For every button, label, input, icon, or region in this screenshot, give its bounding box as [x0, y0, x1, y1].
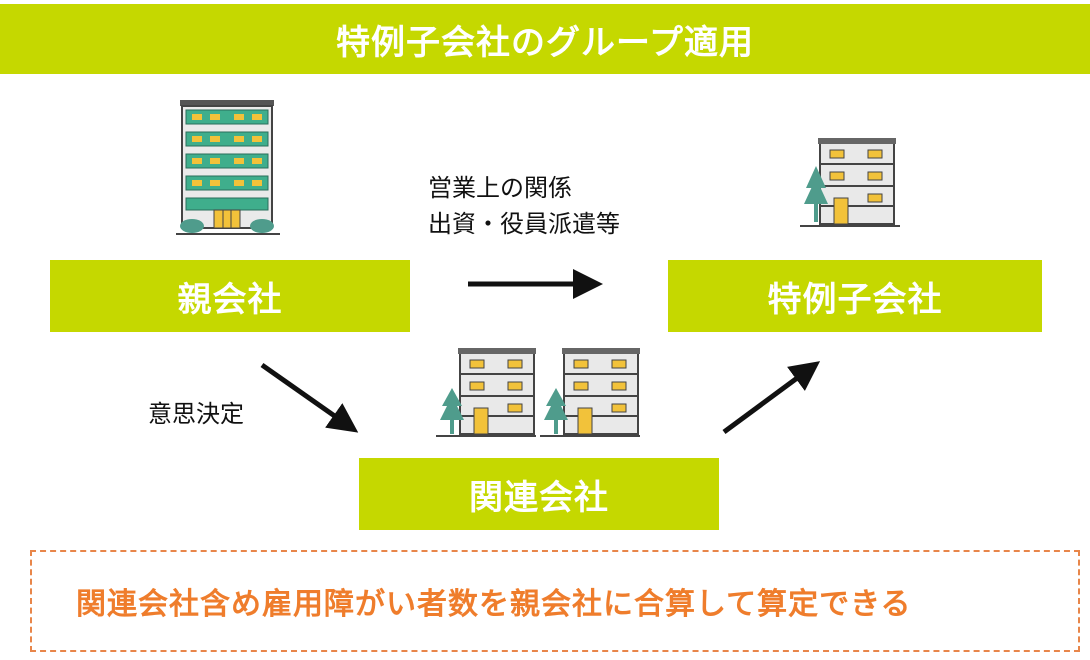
apartment-icon — [800, 138, 900, 227]
note-text: 関連会社含め雇用障がい者数を親会社に合算して算定できる — [76, 587, 912, 622]
decision-label: 意思決定 — [148, 400, 244, 428]
special-subsidiary-box: 特例子会社 — [668, 260, 1042, 332]
note-box: 関連会社含め雇用障がい者数を親会社に合算して算定できる — [30, 550, 1080, 652]
arrow-up-right — [722, 361, 821, 435]
business-relation-line2: 出資・役員派遣等 — [428, 210, 620, 238]
business-relation-label: 営業上の関係 出資・役員派遣等 — [428, 170, 620, 242]
affiliate-label: 関連会社 — [469, 477, 609, 518]
apartment-icon — [540, 348, 640, 437]
title-bar: 特例子会社のグループ適用 — [0, 4, 1090, 74]
special-subsidiary-label: 特例子会社 — [767, 279, 943, 320]
parent-company-box: 親会社 — [50, 260, 410, 332]
page-title: 特例子会社のグループ適用 — [336, 22, 754, 63]
arrow-down-right — [260, 362, 359, 433]
business-relation-line1: 営業上の関係 — [428, 174, 572, 202]
affiliate-box: 関連会社 — [359, 458, 719, 530]
apartment-icon — [436, 348, 536, 437]
parent-company-label: 親会社 — [177, 279, 283, 320]
tall-building-icon — [176, 100, 280, 235]
